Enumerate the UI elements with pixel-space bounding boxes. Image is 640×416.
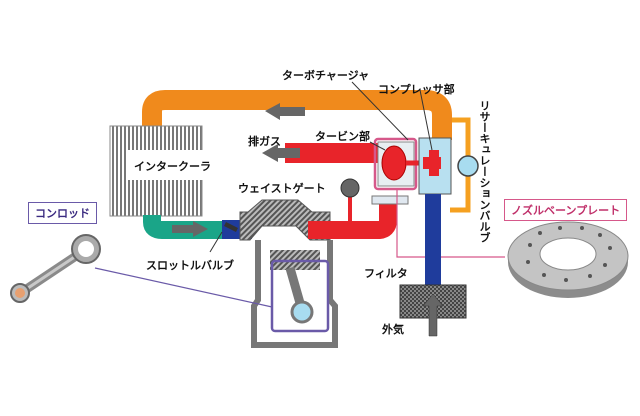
throttle-valve (224, 222, 238, 232)
label-filter: フィルタ (364, 267, 408, 280)
arrow-left-icon (265, 103, 305, 120)
nozzle-leader-line (396, 189, 505, 258)
charge-air-pipe (142, 90, 452, 140)
label-outside-air: 外気 (382, 323, 404, 336)
label-recirculation-valve: リサーキュレーションバルブ (478, 100, 491, 243)
nozzle-vane-plate-photo (507, 221, 629, 298)
label-exhaust: 排ガス (248, 135, 281, 148)
conrod-leader-line (94, 267, 273, 308)
conrod-highlight-box (270, 259, 330, 333)
label-turbocharger: ターボチャージャ (282, 69, 370, 82)
label-intercooler: インタークーラ (134, 160, 211, 173)
label-compressor: コンプレッサ部 (378, 83, 455, 96)
arrow-left-icon (262, 144, 300, 162)
callout-nozzle-vane-plate: ノズルベーンプレート (504, 199, 628, 221)
arrow-right-icon (172, 221, 208, 237)
engine-head (239, 199, 331, 241)
cooled-air-pipe (143, 215, 225, 239)
callout-conrod: コンロッド (28, 202, 97, 224)
exhaust-manifold (308, 200, 397, 239)
conrod-photo (10, 234, 101, 303)
wastegate-valve (340, 178, 360, 198)
arrow-up-icon (422, 293, 444, 337)
label-throttle-valve: スロットルバルブ (146, 259, 234, 272)
cylinder (251, 240, 338, 348)
intake-pipe (425, 194, 441, 286)
turbine-wheel (381, 145, 407, 181)
label-wastegate: ウェイストゲート (238, 182, 326, 195)
recirculation-valve (457, 155, 479, 177)
label-turbine: タービン部 (315, 130, 370, 143)
exhaust-pipe (285, 143, 380, 163)
